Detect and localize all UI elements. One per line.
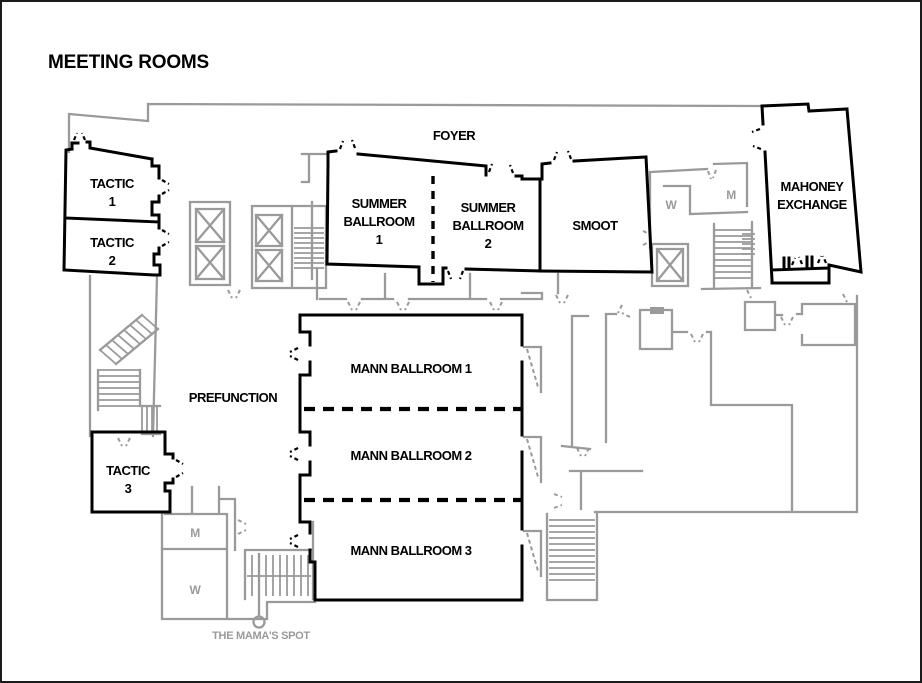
label-tactic3-line1: TACTIC [106,463,151,478]
corridor-walls [315,267,618,451]
mid-right-walls [568,300,857,514]
door-swing-marks-black [72,127,828,548]
mamas-spot-circle [252,615,266,629]
label-tactic1-line2: 1 [109,194,116,209]
room-summer-ballrooms [325,149,542,286]
room-mann-ballrooms [298,313,524,602]
page-title: MEETING ROOMS [48,52,209,73]
bottom-right-stair [545,510,599,602]
label-tactic2-line1: TACTIC [90,235,135,250]
label-mann3: MANN BALLROOM 3 [350,543,471,558]
mann-door-frames [522,345,543,578]
label-summer2-line3: 2 [485,236,492,251]
label-summer1-line2: BALLROOM [343,214,414,229]
label-smoot: SMOOT [572,218,618,233]
label-summer2-line1: SUMMER [461,200,517,215]
label-restroom-w-upper: W [666,198,678,212]
grand-staircase-rails [96,313,162,436]
label-mann1: MANN BALLROOM 1 [350,361,471,376]
label-summer2-line2: BALLROOM [452,218,523,233]
label-restroom-m-lower: M [190,526,200,540]
label-summer1-line1: SUMMER [352,196,408,211]
elevator-bank-b [250,204,328,290]
grand-staircase-treads [98,314,159,434]
label-mahoney-line1: MAHONEY [781,179,845,194]
label-mamas-spot: THE MAMA'S SPOT [212,630,310,642]
room-mahoney-exchange [760,102,863,285]
mamas-spot-marker [252,552,266,629]
bottom-stair-treads [247,555,311,596]
label-restroom-w-lower: W [190,583,202,597]
label-restroom-m-upper: M [726,188,736,202]
label-mann2: MANN BALLROOM 2 [350,448,471,463]
label-foyer: FOYER [433,128,476,143]
stair-treads-core [294,227,324,269]
room-tactic-3 [90,430,175,514]
wall-segments [300,152,329,281]
bottom-left-suite [160,485,315,621]
labels-layer: MEETING ROOMS FOYER PREFUNCTION TACTIC 1… [48,52,848,642]
shaft-fill [650,307,664,314]
label-tactic1-line1: TACTIC [90,176,135,191]
label-tactic2-line2: 2 [109,253,116,268]
label-summer1-line3: 1 [376,232,383,247]
room-tactic-1-2 [62,140,162,277]
label-mahoney-line2: EXCHANGE [777,197,848,212]
label-tactic3-line2: 3 [125,481,132,496]
mahoney-side-stair [742,233,755,255]
elevator-bank-a [188,200,232,287]
room-smoot [538,155,654,274]
building-boundary [67,102,859,621]
building-outline-layer [67,102,859,621]
right-suite-walls [648,161,762,291]
right-suite-stair-treads [715,229,751,279]
label-prefunction: PREFUNCTION [189,390,278,405]
meeting-rooms-layer [62,102,863,602]
bottom-right-stair-treads [549,519,595,581]
